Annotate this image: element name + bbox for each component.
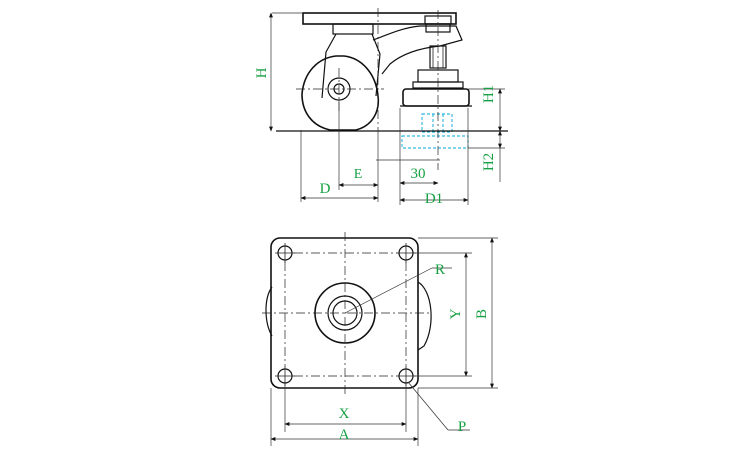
dim-label-H: H <box>254 67 270 78</box>
bolt-hole-bottom-left <box>275 366 295 386</box>
dim-label-R: R <box>435 262 445 278</box>
swivel-bearing <box>332 23 374 35</box>
mounting-plate <box>270 237 419 389</box>
leveling-pad <box>402 88 470 107</box>
caster-wheel <box>301 55 380 131</box>
dim-label-D: D <box>320 181 331 197</box>
dim-label-H1: H1 <box>481 85 497 103</box>
dim-label-30: 30 <box>411 166 426 182</box>
top-mounting-plate <box>302 12 457 25</box>
dim-label-X: X <box>339 406 350 422</box>
dim-label-H2: H2 <box>481 153 497 171</box>
bolt-hole-top-right <box>396 243 416 263</box>
dim-label-Y: Y <box>448 308 464 319</box>
dim-label-A: A <box>339 427 350 443</box>
dim-label-B: B <box>474 309 490 319</box>
top-view: R Y B X A P <box>262 232 498 446</box>
hidden-pad-stem <box>421 113 453 133</box>
wheel-silhouette-right <box>417 281 432 351</box>
caster-fork <box>321 33 381 99</box>
dim-label-E: E <box>354 167 363 182</box>
dim-label-P: P <box>458 419 466 435</box>
hidden-pad <box>401 135 469 149</box>
bolt-hole-top-left <box>275 243 295 263</box>
side-view: H H1 H2 E D 30 D1 <box>254 8 508 207</box>
brake-arm <box>372 25 463 75</box>
dim-label-D1: D1 <box>425 191 443 207</box>
bolt-hole-bottom-right <box>396 366 416 386</box>
